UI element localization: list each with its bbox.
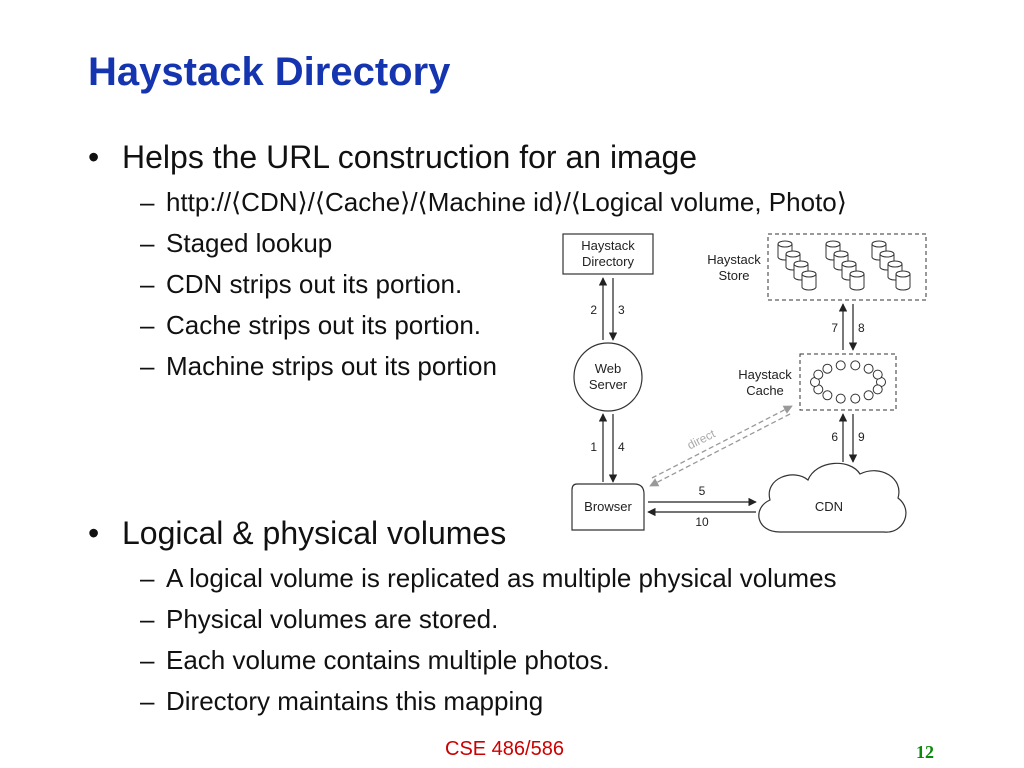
svg-text:direct: direct [685, 426, 718, 452]
cache-node-circle [835, 360, 846, 371]
sub-bullet: –CDN strips out its portion. [140, 269, 463, 299]
bullet-list-url: •Helps the URL construction for an image… [88, 138, 847, 387]
storage-cylinder-group [777, 240, 911, 291]
svg-text:4: 4 [618, 440, 625, 454]
arrow-cdn-cache: 6 9 [831, 413, 865, 463]
svg-text:Haystack: Haystack [707, 252, 761, 267]
svg-text:10: 10 [695, 515, 709, 529]
sub-bullet: –A logical volume is replicated as multi… [140, 563, 837, 593]
svg-text:6: 6 [831, 430, 838, 444]
cache-node-circle [835, 393, 846, 404]
svg-text:Server: Server [589, 377, 628, 392]
bullet-main: •Helps the URL construction for an image [88, 139, 698, 175]
sub-bullet: –Staged lookup [140, 228, 333, 258]
sub-bullet: –Directory maintains this mapping [140, 686, 544, 716]
cache-node-circle [863, 390, 874, 401]
sub-bullet: –Machine strips out its portion [140, 351, 497, 381]
svg-text:3: 3 [618, 303, 625, 317]
page-number: 12 [916, 742, 934, 762]
cache-node-circle [822, 390, 833, 401]
cache-node-circle [850, 360, 861, 371]
arrow-browser-webserver: 1 4 [590, 413, 625, 483]
svg-text:Browser: Browser [584, 499, 632, 514]
bullet-main: •Logical & physical volumes [88, 515, 507, 551]
bullet-dot: • [88, 139, 100, 175]
bullet-dot: • [88, 515, 100, 551]
cache-node-circle [863, 363, 874, 374]
svg-text:Cache: Cache [746, 383, 784, 398]
cache-node-circle [872, 369, 883, 380]
sub-bullet: –Each volume contains multiple photos. [140, 645, 610, 675]
arrow-webserver-directory: 2 3 [590, 277, 625, 341]
cache-node-circle [813, 369, 824, 380]
svg-text:7: 7 [831, 321, 838, 335]
cache-node-circle [872, 384, 883, 395]
cache-node-circle [822, 363, 833, 374]
sub-bullet: –http://⟨CDN⟩/⟨Cache⟩/⟨Machine id⟩/⟨Logi… [140, 187, 847, 217]
cdn-cloud-node: CDN [758, 462, 907, 533]
svg-text:Haystack: Haystack [581, 238, 635, 253]
sub-bullet: –Cache strips out its portion. [140, 310, 482, 340]
cache-node-circle [850, 393, 861, 404]
sub-bullet: –Physical volumes are stored. [140, 604, 499, 634]
arrow-browser-cdn: 5 10 [647, 484, 757, 529]
svg-text:CDN: CDN [815, 499, 843, 514]
svg-text:2: 2 [590, 303, 597, 317]
svg-text:Haystack: Haystack [738, 367, 792, 382]
svg-text:1: 1 [590, 440, 597, 454]
svg-text:Store: Store [718, 268, 749, 283]
slide-title: Haystack Directory [88, 50, 451, 94]
browser-node: Browser [571, 483, 645, 531]
svg-text:5: 5 [699, 484, 706, 498]
svg-text:9: 9 [858, 430, 865, 444]
svg-text:Directory: Directory [582, 254, 635, 269]
haystack-cache-node: Haystack Cache [738, 353, 897, 411]
svg-text:8: 8 [858, 321, 865, 335]
course-footer: CSE 486/586 [445, 738, 564, 760]
cache-ring [810, 360, 886, 404]
svg-text:Web: Web [595, 361, 622, 376]
haystack-directory-node: Haystack Directory [562, 233, 654, 275]
web-server-node: Web Server [573, 342, 643, 412]
arrow-cache-store: 7 8 [831, 303, 865, 351]
arrow-direct-browser-cache: direct [649, 405, 793, 487]
bullet-list-volumes: •Logical & physical volumes –A logical v… [88, 514, 837, 722]
haystack-store-node: Haystack Store [707, 233, 927, 301]
